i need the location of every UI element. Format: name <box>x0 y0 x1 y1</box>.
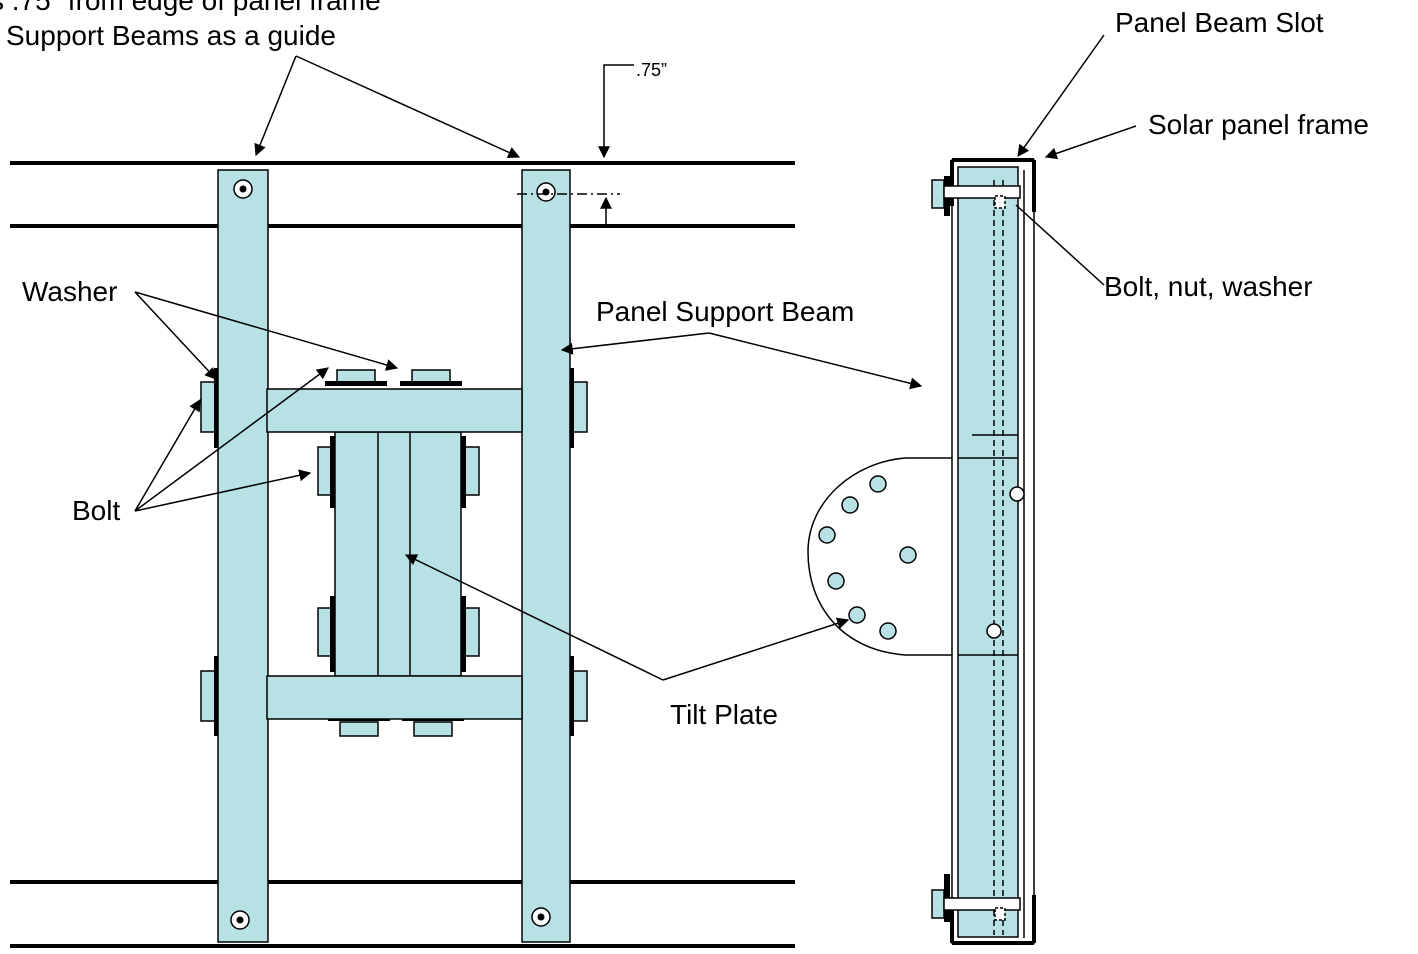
support-beam-left <box>217 169 269 943</box>
washer <box>569 368 574 448</box>
bolt <box>339 721 379 737</box>
label-washer: Washer <box>22 276 117 307</box>
label-bolt-nut-washer: Bolt, nut, washer <box>1104 271 1313 302</box>
label-solar-panel-frame: Solar panel frame <box>1148 109 1369 140</box>
label-panel-support-beam: Panel Support Beam <box>596 296 854 327</box>
bolt <box>464 446 480 496</box>
washer <box>330 436 335 508</box>
bolt <box>931 179 945 209</box>
washer <box>330 596 335 672</box>
tilt-plate-bolts <box>317 436 480 672</box>
support-beam-right <box>521 169 571 943</box>
bolt <box>464 607 480 657</box>
bolt <box>413 721 453 737</box>
panel-support-beam-side <box>957 166 1019 938</box>
cross-bars <box>266 388 523 720</box>
beam-end-bolts <box>230 179 556 930</box>
cross-bar-top <box>266 388 523 433</box>
labels: s .75” from edge of panel frame Support … <box>0 0 1369 730</box>
note-line-2: Support Beams as a guide <box>6 20 336 51</box>
dimension-marker: .75” <box>517 60 667 228</box>
leaders <box>134 34 1137 681</box>
side-view <box>807 158 1036 945</box>
bolt <box>931 889 945 919</box>
label-panel-beam-slot: Panel Beam Slot <box>1115 7 1324 38</box>
support-beams <box>217 169 571 943</box>
washer <box>400 381 462 386</box>
bolt <box>317 446 333 496</box>
cross-bar-bottom <box>266 675 523 720</box>
bolt <box>317 607 333 657</box>
tilt-plate <box>334 431 462 677</box>
tilt-plate-front <box>334 431 462 677</box>
washer <box>214 368 219 448</box>
washer <box>461 436 466 508</box>
tilt-plate-holes <box>818 475 917 640</box>
washer <box>569 656 574 736</box>
washer <box>325 381 387 386</box>
note-line-1: s .75” from edge of panel frame <box>0 0 381 16</box>
washer <box>461 596 466 672</box>
dimension-label: .75” <box>636 60 667 80</box>
label-tilt-plate: Tilt Plate <box>670 699 778 730</box>
washer <box>214 656 219 736</box>
frame-rails <box>10 161 795 948</box>
label-bolt: Bolt <box>72 495 120 526</box>
